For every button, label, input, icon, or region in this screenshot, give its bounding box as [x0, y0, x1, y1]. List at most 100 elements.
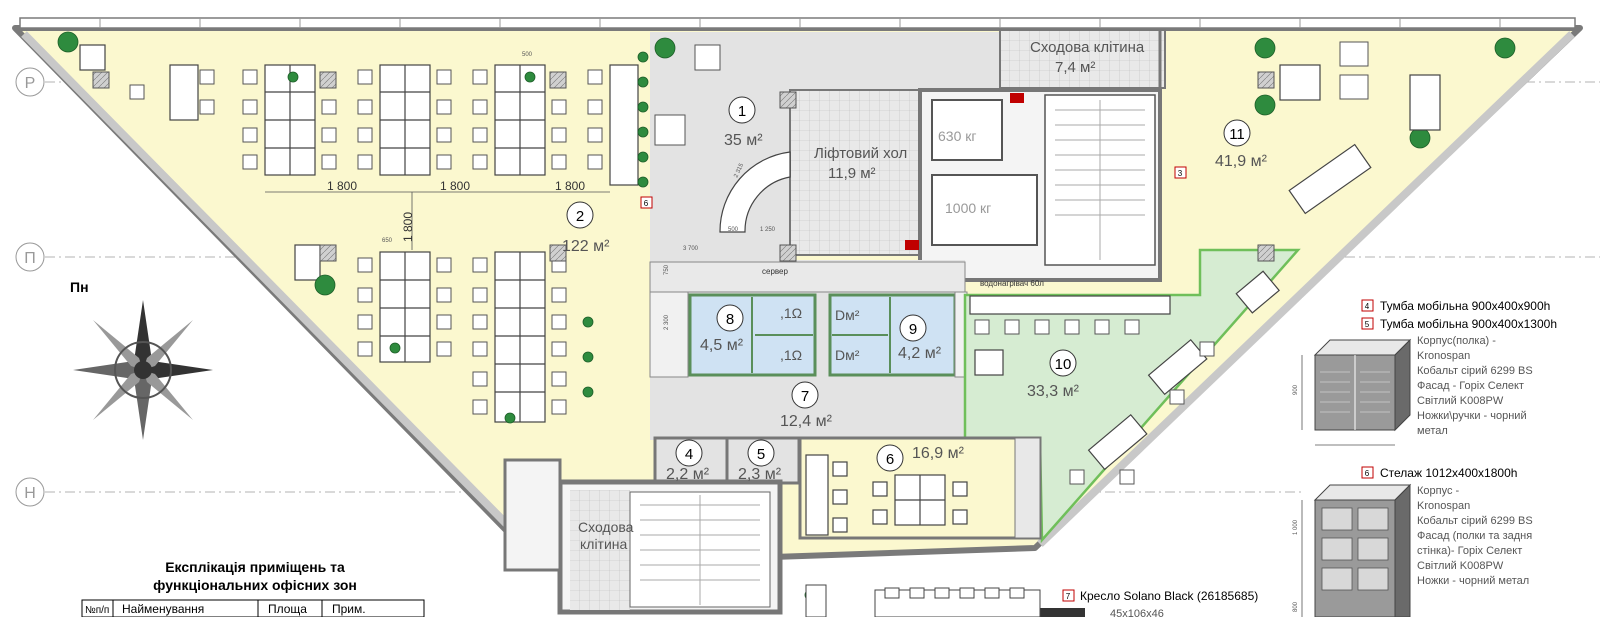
tiny-dimension: 500 — [728, 227, 739, 233]
grid-axis-label: Н — [24, 485, 36, 502]
room-area: 4,5 м² — [700, 337, 744, 354]
room-area: 16,9 м² — [912, 445, 965, 462]
legend-desc: Кобальт сірий 6299 BS — [1417, 515, 1533, 527]
wc-label: ,1Ω — [780, 347, 802, 363]
room-area: 35 м² — [724, 132, 763, 149]
room-labels: 1 35 м² 2 122 м² 4 2,2 м² 5 2,3 м² 6 16,… — [562, 96, 1268, 483]
grid-axis-label: Р — [25, 75, 36, 92]
explication-header: Найменування — [122, 602, 204, 616]
legend-tag: 4 — [1365, 302, 1370, 311]
room-number: 10 — [1055, 356, 1072, 373]
tiny-dimension: 3 700 — [683, 246, 699, 252]
bottom-table — [805, 584, 1041, 617]
explication-title: функціональних офісних зон — [153, 577, 357, 593]
lift-shaft-small — [931, 99, 1003, 161]
chair-legend: 7 Кресло Solano Black (26185685) 45х106х… — [1035, 589, 1258, 617]
water-heater-label: водонагрівач 60л — [980, 279, 1044, 288]
lift-capacity: 1000 кг — [945, 200, 991, 216]
legend-desc: Світлий K008PW — [1417, 395, 1504, 407]
legend-desc: Фасад - Горіх Селект — [1417, 380, 1524, 392]
explication-header: Площа — [268, 602, 307, 616]
dimension-label: 1 800 — [555, 179, 585, 193]
explication-header: Прим. — [332, 602, 366, 616]
tiny-dimension: 500 — [522, 52, 533, 58]
lift-shaft-large — [931, 174, 1038, 246]
room-area: 4,2 м² — [898, 345, 942, 362]
tag-markers: 6 3 — [640, 166, 1187, 209]
legend-desc: Kronospan — [1417, 350, 1470, 362]
wc-label: ,1Ω — [780, 305, 802, 321]
tiny-dimension: 800 — [1293, 601, 1299, 612]
legend-desc: Ножки - чорний метал — [1417, 575, 1529, 587]
room-number: 11 — [1229, 126, 1245, 143]
legend-desc: Корпус(полка) - — [1417, 335, 1496, 347]
legend-tag: 6 — [1365, 469, 1370, 478]
legend-desc: Світлий K008PW — [1417, 560, 1504, 572]
legend-desc: стінка)- Горіх Селект — [1417, 545, 1522, 557]
legend-size: 45х106х46 — [1110, 608, 1164, 617]
tag-number: 6 — [644, 199, 649, 208]
legend-tag: 5 — [1365, 320, 1370, 329]
dimension-lines — [265, 191, 610, 250]
room-area: 12,4 м² — [780, 413, 833, 430]
grid-axis-label: П — [24, 250, 36, 267]
chairs — [129, 69, 603, 415]
room-number: 7 — [801, 388, 809, 405]
lift-capacity: 630 кг — [938, 128, 976, 144]
tiny-dimension: 650 — [382, 238, 393, 244]
tiny-dimension: 1 250 — [760, 227, 776, 233]
wc-label: Dм² — [835, 347, 860, 363]
tiny-dimension: 2 300 — [664, 314, 670, 330]
dimension-labels: 1 800 1 800 1 800 1 800 — [327, 179, 585, 242]
room-number: 2 — [576, 208, 584, 225]
room-area: 41,9 м² — [1215, 153, 1268, 170]
stair-top-name: Сходова клітина — [1030, 39, 1145, 56]
dimension-label: 1 800 — [327, 179, 357, 193]
explication-title: Експлікація приміщень та — [165, 559, 345, 575]
reception-desk — [719, 151, 791, 233]
room-number: 6 — [886, 451, 894, 468]
legend-text: Стелаж 1012х400х1800h — [1380, 466, 1517, 480]
room-number: 8 — [726, 311, 734, 328]
legend-desc: Kronospan — [1417, 500, 1470, 512]
legend-text: Тумба мобільна 900х400х1300h — [1380, 317, 1557, 331]
room-area: 33,3 м² — [1027, 383, 1080, 400]
legend-text: Кресло Solano Black (26185685) — [1080, 589, 1258, 603]
legend-text: Тумба мобільна 900х400х900h — [1380, 299, 1550, 313]
explication-header: №п/п — [85, 605, 109, 616]
legend-desc: метал — [1417, 425, 1448, 437]
legend-desc: Ножки\ручки - чорний — [1417, 410, 1527, 422]
room-number: 9 — [909, 321, 917, 338]
grid-axis-bubbles: Р П Н — [15, 67, 45, 507]
dimension-label: 1 800 — [440, 179, 470, 193]
server-label: сервер — [762, 267, 789, 276]
wc-label: Dм² — [835, 307, 860, 323]
named-room-labels: Сходова клітина 7,4 м² Ліфтовий хол 11,9… — [578, 39, 1145, 552]
legend-desc: Корпус - — [1417, 485, 1460, 497]
room-area: 122 м² — [562, 238, 610, 255]
compass-north-label: Пн — [70, 279, 89, 295]
compass-rose — [73, 300, 213, 440]
room-number: 5 — [757, 446, 765, 463]
lift-hall-area: 11,9 м² — [828, 165, 876, 182]
lift-hall-name: Ліфтовий хол — [814, 145, 907, 162]
columns — [92, 71, 1275, 262]
room-number: 4 — [685, 446, 693, 463]
stair-bottom-name: Сходова — [578, 519, 634, 535]
tag-number: 3 — [1178, 169, 1183, 178]
desk-cluster — [79, 44, 639, 423]
explication-table: Експлікація приміщень та функціональних … — [80, 555, 440, 617]
room-area: 2,3 м² — [738, 466, 782, 483]
legend-desc: Кобальт сірий 6299 BS — [1417, 365, 1533, 377]
facade-windows — [19, 17, 1576, 29]
room-10-furniture — [969, 64, 1441, 471]
stair-bottom-name: клітина — [580, 536, 628, 552]
room-number: 1 — [738, 103, 746, 120]
stair-top-area: 7,4 м² — [1055, 59, 1095, 76]
dimension-label: 1 800 — [401, 212, 415, 242]
chairs-right — [974, 41, 1369, 485]
furniture-legend: 4 Тумба мобільна 900х400х900h 5 Тумба мо… — [1301, 298, 1600, 617]
room-6-furniture — [805, 454, 968, 536]
legend-tag: 7 — [1066, 592, 1071, 601]
legend-desc: Фасад (полки та задня — [1417, 530, 1532, 542]
